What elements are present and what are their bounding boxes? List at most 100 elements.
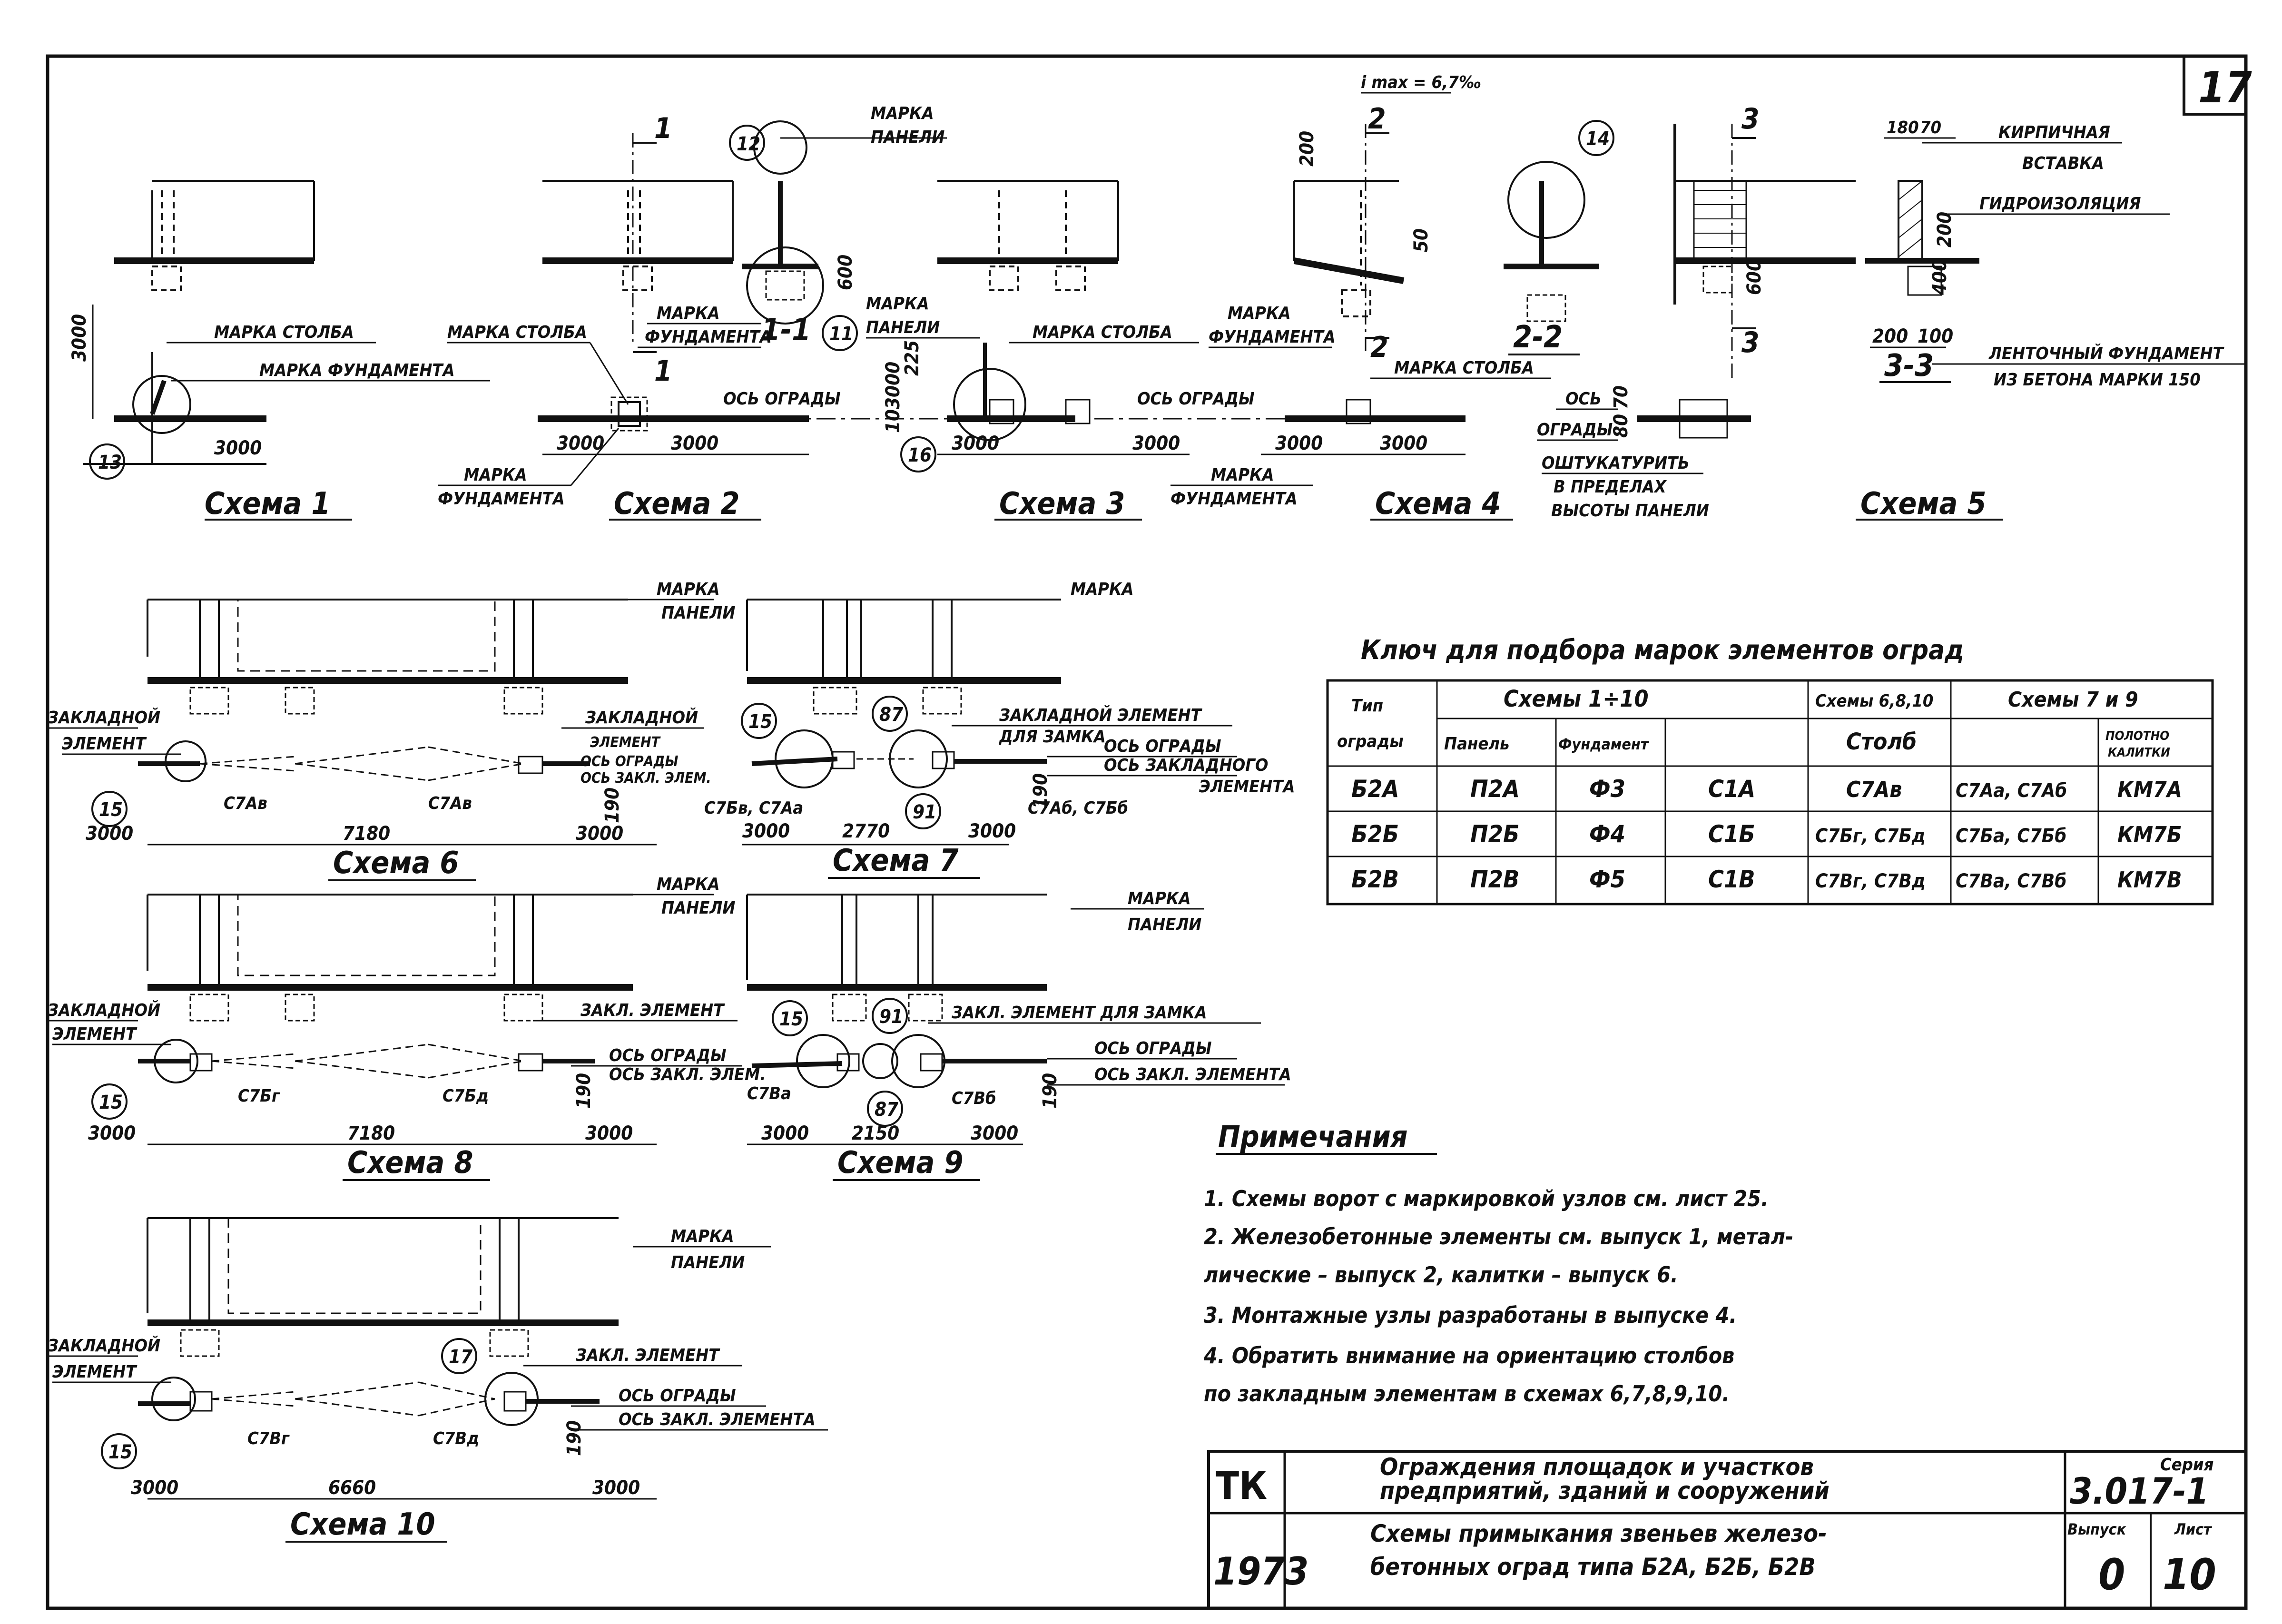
svg-text:6660: 6660 xyxy=(328,1477,376,1499)
svg-text:1: 1 xyxy=(654,354,672,388)
svg-text:С7Аб, С7Бб: С7Аб, С7Бб xyxy=(1028,798,1128,818)
svg-text:ОСЬ ОГРАДЫ: ОСЬ ОГРАДЫ xyxy=(609,1046,727,1065)
svg-text:200: 200 xyxy=(1934,212,1956,247)
svg-text:предприятий, зданий и сооружен: предприятий, зданий и сооружений xyxy=(1380,1477,1830,1505)
svg-text:200: 200 xyxy=(1872,325,1908,347)
section-3: 3 3 600 ОСЬ ОГРАДЫ 70 80 ОШТУКАТУРИТЬ В … xyxy=(1537,102,1856,521)
svg-text:МАРКА: МАРКА xyxy=(657,304,720,323)
svg-text:190: 190 xyxy=(573,1073,595,1109)
svg-text:П2Б: П2Б xyxy=(1470,820,1519,848)
svg-text:Схема 10: Схема 10 xyxy=(290,1507,435,1542)
series-number: 3.017-1 xyxy=(2070,1470,2209,1512)
svg-text:14: 14 xyxy=(1586,128,1610,150)
svg-text:ИЗ БЕТОНА МАРКИ 150: ИЗ БЕТОНА МАРКИ 150 xyxy=(1994,370,2201,390)
svg-text:по закладным элементам в схема: по закладным элементам в схемах 6,7,8,9,… xyxy=(1204,1381,1730,1407)
svg-text:КМ7Б: КМ7Б xyxy=(2117,822,2182,847)
svg-text:ПАНЕЛИ: ПАНЕЛИ xyxy=(1128,915,1201,935)
svg-text:ПОЛОТНО: ПОЛОТНО xyxy=(2105,729,2169,743)
svg-text:ФУНДАМЕНТА: ФУНДАМЕНТА xyxy=(1209,327,1336,347)
svg-text:91: 91 xyxy=(879,1006,903,1028)
svg-text:В ПРЕДЕЛАХ: В ПРЕДЕЛАХ xyxy=(1554,477,1667,497)
svg-text:П2В: П2В xyxy=(1470,866,1519,893)
svg-text:3000: 3000 xyxy=(742,820,790,842)
svg-text:КИРПИЧНАЯ: КИРПИЧНАЯ xyxy=(1998,123,2110,142)
svg-text:ЭЛЕМЕНТ: ЭЛЕМЕНТ xyxy=(52,1362,138,1382)
svg-text:ЭЛЕМЕНТ: ЭЛЕМЕНТ xyxy=(62,734,147,754)
svg-text:87: 87 xyxy=(879,704,903,726)
svg-text:ОСЬ ОГРАДЫ: ОСЬ ОГРАДЫ xyxy=(1094,1039,1212,1058)
svg-text:3: 3 xyxy=(1741,102,1760,136)
svg-text:2. Железобетонные элементы см.: 2. Железобетонные элементы см. выпуск 1,… xyxy=(1204,1224,1793,1250)
svg-text:200: 200 xyxy=(1296,131,1318,167)
svg-text:МАРКА СТОЛБА: МАРКА СТОЛБА xyxy=(1033,323,1172,342)
svg-text:МАРКА СТОЛБА: МАРКА СТОЛБА xyxy=(214,323,354,342)
svg-text:ЗАКЛАДНОЙ ЭЛЕМЕНТ: ЗАКЛАДНОЙ ЭЛЕМЕНТ xyxy=(999,705,1203,725)
svg-text:МАРКА: МАРКА xyxy=(657,875,720,894)
svg-text:ЗАКЛ. ЭЛЕМЕНТ: ЗАКЛ. ЭЛЕМЕНТ xyxy=(580,1001,725,1020)
svg-text:МАРКА: МАРКА xyxy=(1211,465,1274,485)
svg-text:С7Вг, С7Вд: С7Вг, С7Вд xyxy=(1815,870,1926,892)
svg-text:МАРКА: МАРКА xyxy=(1228,304,1291,323)
svg-text:15: 15 xyxy=(99,799,123,821)
section-1-1: 12 МАРКА ПАНЕЛИ 1-1 11 600 xyxy=(729,104,947,351)
svg-text:7180: 7180 xyxy=(343,823,390,845)
svg-text:80: 80 xyxy=(1610,414,1632,438)
svg-text:Б2Б: Б2Б xyxy=(1351,820,1399,848)
svg-text:Панель: Панель xyxy=(1444,734,1510,754)
svg-text:Ф3: Ф3 xyxy=(1589,775,1625,803)
svg-text:ОШТУКАТУРИТЬ: ОШТУКАТУРИТЬ xyxy=(1542,453,1690,473)
svg-text:7180: 7180 xyxy=(347,1122,395,1144)
svg-text:Схемы 6,8,10: Схемы 6,8,10 xyxy=(1815,691,1933,711)
svg-text:i max = 6,7‰: i max = 6,7‰ xyxy=(1361,73,1481,92)
svg-text:С7Ба, С7Бб: С7Ба, С7Бб xyxy=(1956,825,2066,847)
table-row: Б2В П2В Ф5 С1В С7Вг, С7Вд С7Ва, С7Вб КМ7… xyxy=(1351,866,2182,893)
svg-text:Б2В: Б2В xyxy=(1351,866,1399,893)
org-label: ТК xyxy=(1216,1464,1267,1508)
svg-text:87: 87 xyxy=(875,1099,898,1121)
svg-text:2770: 2770 xyxy=(842,820,890,842)
svg-text:3000: 3000 xyxy=(214,437,262,459)
svg-text:12: 12 xyxy=(737,133,760,155)
svg-text:ОСЬ ОГРАДЫ: ОСЬ ОГРАДЫ xyxy=(1104,737,1221,756)
svg-text:10: 10 xyxy=(882,409,904,433)
svg-text:ОСЬ ОГРАДЫ: ОСЬ ОГРАДЫ xyxy=(723,389,841,409)
svg-text:3000: 3000 xyxy=(592,1477,640,1499)
svg-text:Столб: Столб xyxy=(1846,728,1917,755)
svg-text:ОСЬ ЗАКЛ. ЭЛЕМЕНТА: ОСЬ ЗАКЛ. ЭЛЕМЕНТА xyxy=(619,1410,816,1429)
svg-text:ЭЛЕМЕНТ: ЭЛЕМЕНТ xyxy=(590,734,661,751)
svg-text:190: 190 xyxy=(601,787,623,823)
svg-text:Фундамент: Фундамент xyxy=(1558,735,1650,753)
svg-text:15: 15 xyxy=(748,711,772,733)
svg-text:3000: 3000 xyxy=(971,1122,1018,1144)
scheme-2: 1 1 3000 3000 МАРКА СТОЛБА МАРКА ФУНДАМЕ… xyxy=(438,112,952,522)
svg-text:ОСЬ ЗАКЛ. ЭЛЕМ.: ОСЬ ЗАКЛ. ЭЛЕМ. xyxy=(609,1065,766,1084)
svg-text:МАРКА: МАРКА xyxy=(464,465,527,485)
svg-text:3000: 3000 xyxy=(1132,433,1180,454)
svg-text:МАРКА: МАРКА xyxy=(871,104,934,123)
svg-text:2-2: 2-2 xyxy=(1513,320,1563,355)
svg-text:С7Бг: С7Бг xyxy=(238,1086,280,1106)
svg-text:91: 91 xyxy=(913,801,936,823)
svg-text:3000: 3000 xyxy=(1275,433,1323,454)
scheme-1-title: Схема 1 xyxy=(205,486,330,522)
svg-text:МАРКА: МАРКА xyxy=(1128,889,1191,908)
svg-text:ОСЬ: ОСЬ xyxy=(1565,389,1602,409)
svg-text:П2А: П2А xyxy=(1470,775,1520,803)
svg-text:МАРКА: МАРКА xyxy=(671,1227,734,1246)
svg-text:ПАНЕЛИ: ПАНЕЛИ xyxy=(871,128,944,147)
svg-text:С7Ва, С7Вб: С7Ва, С7Вб xyxy=(1956,870,2066,892)
svg-text:С7Аа, С7Аб: С7Аа, С7Аб xyxy=(1956,780,2067,802)
svg-text:ЭЛЕМЕНТ: ЭЛЕМЕНТ xyxy=(52,1024,138,1044)
svg-text:17: 17 xyxy=(449,1346,472,1368)
svg-text:ЗАКЛАДНОЙ: ЗАКЛАДНОЙ xyxy=(48,708,160,728)
svg-text:Схема 5: Схема 5 xyxy=(1860,486,1986,522)
scheme-1: 13 3000 3000 МАРКА СТОЛБА МАРКА ФУНДАМЕН… xyxy=(69,180,490,522)
svg-text:С1В: С1В xyxy=(1708,866,1755,893)
svg-text:ЗАКЛ. ЭЛЕМЕНТ: ЗАКЛ. ЭЛЕМЕНТ xyxy=(576,1346,720,1365)
svg-text:15: 15 xyxy=(99,1092,123,1113)
sheet-number-box xyxy=(2183,56,2246,116)
svg-text:ЗАКЛАДНОЙ: ЗАКЛАДНОЙ xyxy=(48,1000,160,1020)
svg-text:3-3: 3-3 xyxy=(1884,348,1934,384)
svg-text:3000: 3000 xyxy=(69,314,90,362)
svg-text:Лист: Лист xyxy=(2174,1520,2213,1538)
